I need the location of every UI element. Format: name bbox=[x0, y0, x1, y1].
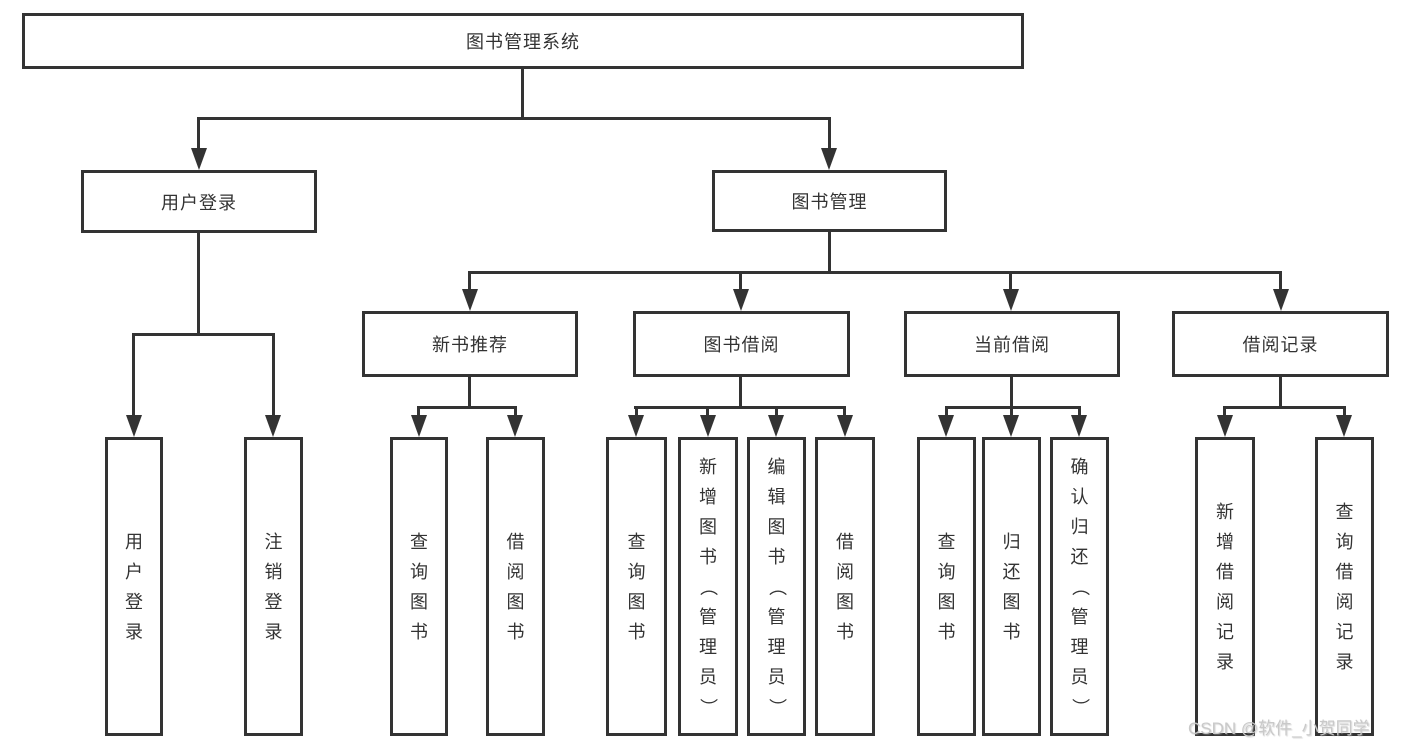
connector-shaft bbox=[945, 406, 948, 418]
connector-user-login-bar bbox=[132, 333, 275, 336]
connector-shaft bbox=[828, 117, 831, 153]
arrow-down-icon bbox=[1273, 289, 1289, 311]
node-book-borrowing: 图书借阅 bbox=[633, 311, 850, 377]
connector-level1-bar bbox=[197, 117, 831, 120]
connector-shaft bbox=[1010, 406, 1013, 418]
connector-level2-bar bbox=[468, 271, 1282, 274]
connector-recommend-bar bbox=[417, 406, 516, 409]
connector-shaft bbox=[1279, 271, 1282, 293]
arrow-down-icon bbox=[700, 415, 716, 437]
arrow-down-icon bbox=[462, 289, 478, 311]
node-current-borrowing: 当前借阅 bbox=[904, 311, 1120, 377]
connector-shaft bbox=[1223, 406, 1226, 418]
connector-root-stem bbox=[521, 69, 524, 119]
arrow-down-icon bbox=[1003, 415, 1019, 437]
connector-shaft bbox=[1078, 406, 1081, 418]
connector-user-login-stem bbox=[197, 233, 200, 336]
connector-shaft bbox=[635, 406, 638, 418]
node-new-book-recommend: 新书推荐 bbox=[362, 311, 578, 377]
connector-records-bar bbox=[1223, 406, 1346, 409]
connector-shaft bbox=[272, 333, 275, 421]
arrow-down-icon bbox=[1336, 415, 1352, 437]
leaf-recommend-query-books: 查询图书 bbox=[390, 437, 448, 736]
node-book-management: 图书管理 bbox=[712, 170, 947, 232]
arrow-down-icon bbox=[1071, 415, 1087, 437]
leaf-recommend-borrow-books: 借阅图书 bbox=[486, 437, 545, 736]
leaf-user-login: 用户登录 bbox=[105, 437, 163, 736]
connector-recommend-stem bbox=[468, 377, 471, 408]
connector-shaft bbox=[132, 333, 135, 421]
arrow-down-icon bbox=[191, 148, 207, 170]
arrow-down-icon bbox=[265, 415, 281, 437]
connector-shaft bbox=[514, 406, 517, 418]
arrow-down-icon bbox=[507, 415, 523, 437]
node-user-login: 用户登录 bbox=[81, 170, 317, 233]
connector-shaft bbox=[843, 406, 846, 418]
leaf-edit-books-admin: 编辑图书（管理员） bbox=[747, 437, 806, 736]
arrow-down-icon bbox=[733, 289, 749, 311]
arrow-down-icon bbox=[821, 148, 837, 170]
leaf-add-borrow-record: 新增借阅记录 bbox=[1195, 437, 1255, 736]
arrow-down-icon bbox=[628, 415, 644, 437]
connector-shaft bbox=[468, 271, 471, 293]
leaf-logout: 注销登录 bbox=[244, 437, 303, 736]
arrow-down-icon bbox=[1003, 289, 1019, 311]
arrow-down-icon bbox=[938, 415, 954, 437]
arrow-down-icon bbox=[768, 415, 784, 437]
connector-borrowing-bar bbox=[634, 406, 846, 409]
connector-current-bar bbox=[945, 406, 1081, 409]
leaf-return-books: 归还图书 bbox=[982, 437, 1041, 736]
leaf-borrow-books: 借阅图书 bbox=[815, 437, 875, 736]
connector-shaft bbox=[1009, 271, 1012, 293]
connector-current-stem bbox=[1010, 377, 1013, 408]
connector-book-mgmt-stem bbox=[828, 232, 831, 274]
connector-shaft bbox=[775, 406, 778, 418]
connector-borrowing-stem bbox=[739, 377, 742, 408]
arrow-down-icon bbox=[126, 415, 142, 437]
leaf-current-query-books: 查询图书 bbox=[917, 437, 976, 736]
leaf-add-books-admin: 新增图书（管理员） bbox=[678, 437, 738, 736]
leaf-confirm-return-admin: 确认归还（管理员） bbox=[1050, 437, 1109, 736]
connector-records-stem bbox=[1279, 377, 1282, 408]
arrow-down-icon bbox=[1217, 415, 1233, 437]
arrow-down-icon bbox=[837, 415, 853, 437]
watermark: CSDN @软件_小贺同学 bbox=[1188, 719, 1370, 738]
leaf-query-borrow-record: 查询借阅记录 bbox=[1315, 437, 1374, 736]
connector-shaft bbox=[1343, 406, 1346, 418]
arrow-down-icon bbox=[411, 415, 427, 437]
connector-shaft bbox=[739, 271, 742, 293]
connector-shaft bbox=[706, 406, 709, 418]
node-borrowing-records: 借阅记录 bbox=[1172, 311, 1389, 377]
leaf-borrowing-query-books: 查询图书 bbox=[606, 437, 667, 736]
connector-shaft bbox=[197, 117, 200, 153]
node-library-system: 图书管理系统 bbox=[22, 13, 1024, 69]
connector-shaft bbox=[417, 406, 420, 418]
